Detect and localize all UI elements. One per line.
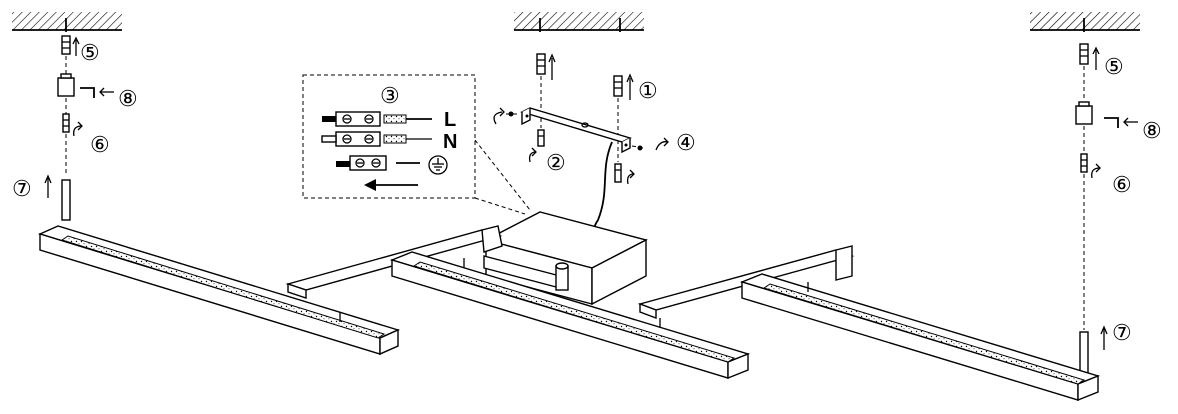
right-suspension-parts: [1075, 43, 1138, 377]
earth-ground-icon: [428, 155, 448, 175]
step-7-label-right: ⑦: [1112, 321, 1132, 346]
screw-icon: [614, 163, 622, 183]
screw-icon: [537, 129, 545, 147]
step-4-label: ④: [676, 131, 696, 156]
wiring-inset: L N: [302, 74, 531, 215]
wall-plug-icon: [1079, 43, 1089, 65]
wall-plug-icon: [613, 75, 623, 97]
step-7-label-left: ⑦: [12, 177, 32, 202]
left-suspension-parts: [44, 35, 114, 221]
side-screw-icon: [506, 111, 518, 117]
power-cable: [592, 141, 613, 239]
ceiling-right: [1030, 12, 1140, 32]
led-bar-center: [389, 251, 751, 380]
step-5-label-right: ⑤: [1104, 55, 1124, 80]
terminal-block-neutral: [321, 131, 432, 147]
step-5-label-left: ⑤: [80, 41, 100, 66]
screw-icon: [62, 113, 70, 133]
step-2-label: ②: [546, 151, 566, 176]
step-3-label: ③: [380, 84, 400, 109]
support-rod-left: [61, 179, 71, 221]
terminal-block-live: [322, 111, 432, 127]
ceiling-center: [514, 12, 644, 32]
mounting-bracket: [520, 107, 632, 154]
step-6-label-right: ⑥: [1112, 173, 1132, 198]
live-wire-label: L: [444, 109, 456, 131]
step-1-label: ①: [638, 79, 658, 104]
step-6-label-left: ⑥: [90, 133, 110, 158]
neutral-wire-label: N: [443, 131, 457, 153]
wall-plug-icon: [536, 53, 546, 75]
center-connector: [483, 255, 569, 291]
led-bar-right: [739, 273, 1101, 402]
step-8-label-left: ⑧: [118, 87, 138, 112]
screw-icon: [1080, 153, 1088, 173]
led-bar-left: [38, 225, 400, 356]
ceiling-left: [12, 12, 122, 32]
left-arrow-icon: [364, 179, 418, 191]
mounting-bracket-assembly: [493, 53, 669, 239]
clamp-icon: [1075, 101, 1093, 125]
wall-plug-icon: [61, 35, 71, 55]
step-8-label-right: ⑧: [1142, 119, 1162, 144]
terminal-block-ground: [336, 155, 420, 171]
clamp-icon: [57, 73, 75, 97]
side-screw-icon: [631, 145, 645, 151]
support-rod-right: [1079, 331, 1089, 377]
